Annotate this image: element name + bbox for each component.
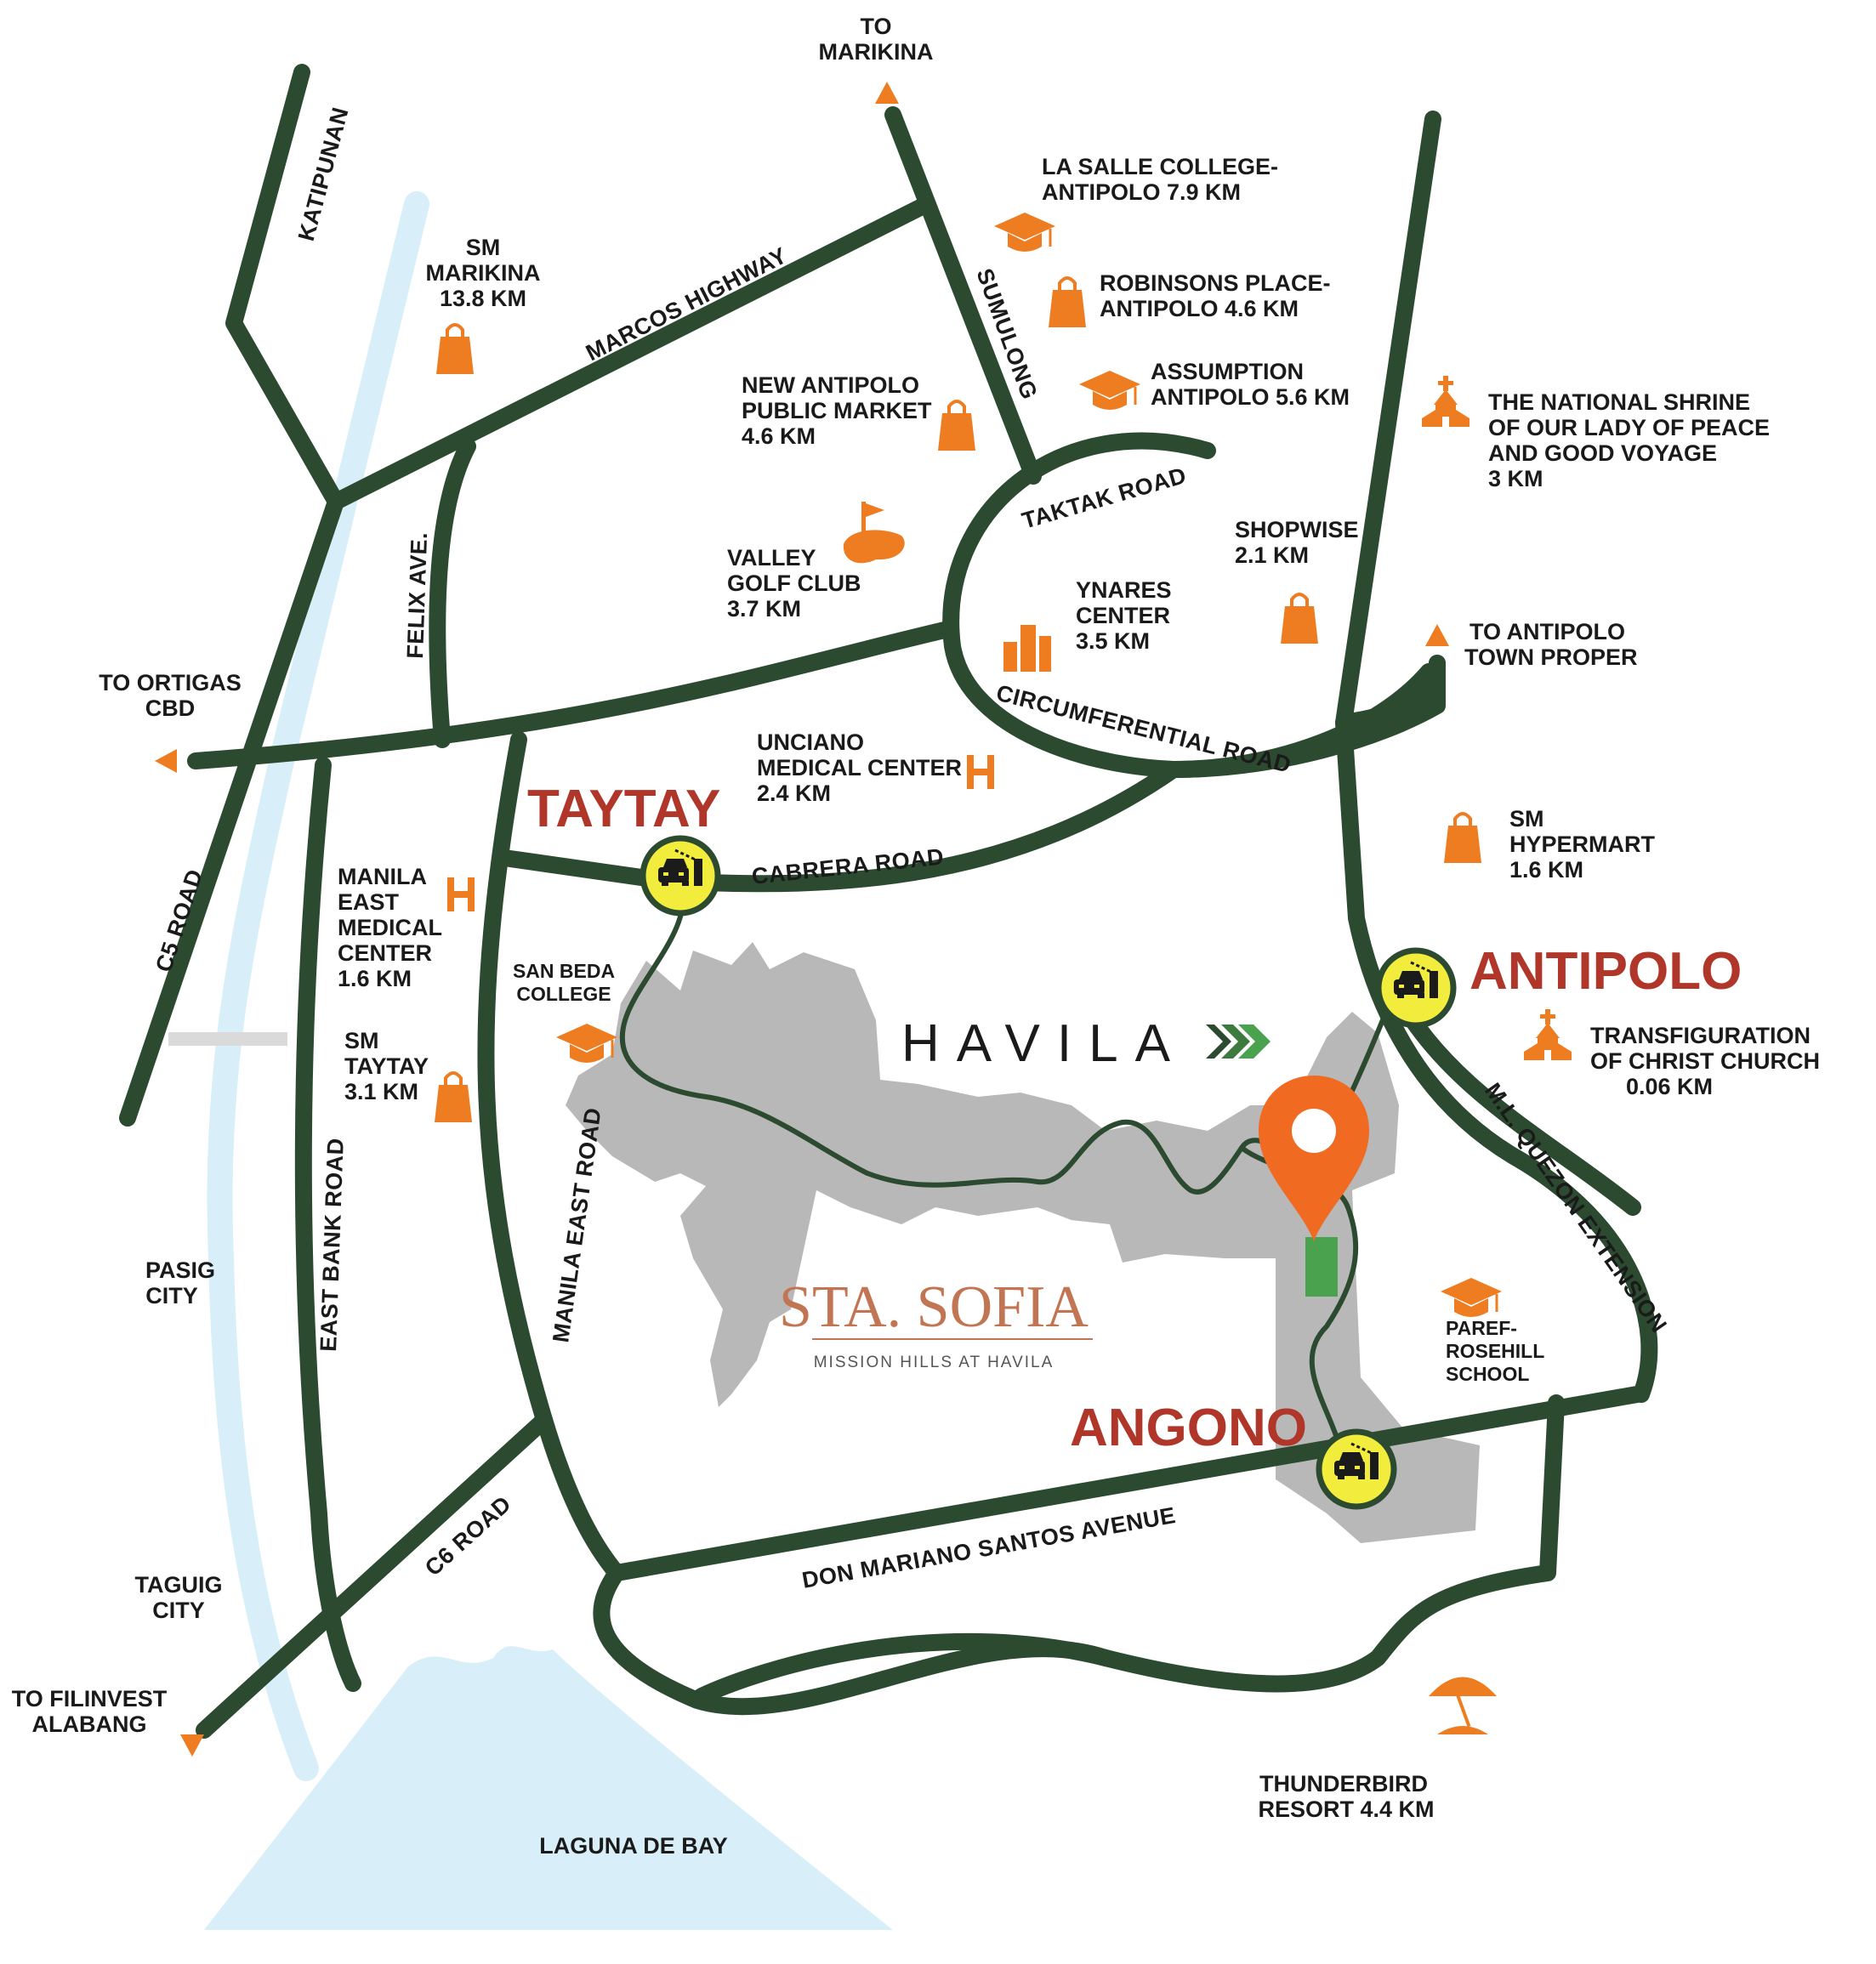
ynares-building-icon: [1003, 625, 1051, 672]
antipolo-proper-road: [1335, 655, 1446, 731]
angono-town-label: ANGONO: [1070, 1399, 1307, 1457]
havila-development-area: [566, 942, 1480, 1543]
road-network: [119, 64, 1658, 1739]
east-bank-road: [294, 757, 361, 1692]
taytay-town-label: TAYTAY: [527, 780, 720, 838]
to-marikina-arrow-icon: [875, 82, 899, 104]
sumulong-road: [884, 106, 1042, 485]
unciano-hospital-icon: [967, 755, 994, 789]
sta-sofia-subtitle: MISSION HILLS AT HAVILA: [814, 1354, 1055, 1371]
felix-ave: [429, 438, 476, 748]
to-filinvest-arrow-icon: [180, 1734, 204, 1757]
shopwise-bag-icon: [1279, 593, 1320, 645]
manila-east-road: [477, 731, 625, 1581]
havila-logo: HAVILA: [901, 1014, 1187, 1073]
circumferential-road: [187, 621, 957, 769]
c6-road: [196, 1411, 553, 1739]
taytay-toll-icon: [643, 838, 718, 913]
valley-golf-flag-icon: [843, 502, 905, 564]
assumption-cap-icon: [1077, 369, 1142, 412]
shrine-church-icon: [1422, 376, 1470, 427]
felix-ave-label: FELIX AVE.: [402, 531, 432, 659]
manila-east-hospital-icon: [447, 877, 475, 911]
laguna-de-bay: [204, 1646, 893, 1930]
antipolo-toll-icon: [1379, 951, 1453, 1025]
robinsons-label: ROBINSONS PLACE-ANTIPOLO 4.6 KM: [1100, 270, 1331, 321]
river-bridge: [168, 1032, 287, 1046]
to-antipolo-arrow-icon: [1425, 624, 1449, 646]
sm-marikina-bag-icon: [435, 323, 475, 376]
cabrera-road: [502, 761, 1182, 893]
to-ortigas-arrow-icon: [155, 749, 177, 773]
marcos-highway-label: MARCOS HIGHWAY: [582, 242, 791, 366]
thunderbird-umbrella-icon: [1429, 1677, 1497, 1734]
new-market-bag-icon: [936, 400, 977, 452]
paref-cap-icon: [1439, 1276, 1504, 1319]
katipunan-label: KATIPUNAN: [293, 105, 354, 244]
circumferential-east: [1165, 655, 1446, 778]
transfiguration-church-icon: [1524, 1009, 1572, 1060]
ml-quezon-extension-label: M.L. QUEZON EXTENSION: [1480, 1078, 1672, 1337]
robinsons-bag-icon: [1047, 276, 1088, 329]
manila-east-road-label: MANILA EAST ROAD: [548, 1106, 605, 1344]
c6-road-label: C6 ROAD: [420, 1491, 516, 1581]
antipolo-north-road: [1335, 111, 1658, 1403]
pasig-river: [207, 191, 429, 1781]
katipunan-road: [225, 64, 344, 510]
la-salle-cap-icon: [992, 211, 1057, 253]
laguna-de-bay-label: LAGUNA DE BAY: [539, 1833, 728, 1859]
angono-toll-icon: [1319, 1432, 1394, 1507]
c5-road: [119, 493, 344, 1127]
havila-location-pin-icon: [1259, 1076, 1369, 1297]
sm-taytay-bag-icon: [433, 1071, 474, 1124]
don-mariano-santos-avenue: [608, 1386, 1646, 1581]
east-bank-road-label: EAST BANK ROAD: [316, 1138, 349, 1352]
havila-chevrons-icon: [1206, 1025, 1271, 1059]
antipolo-town-label: ANTIPOLO: [1470, 942, 1742, 1001]
la-salle-label: LA SALLE COLLEGE-ANTIPOLO 7.9 KM: [1042, 154, 1278, 205]
sta-sofia-logo: STA. SOFIA: [779, 1274, 1089, 1340]
marcos-highway: [327, 196, 935, 510]
sm-hypermart-bag-icon: [1442, 812, 1483, 865]
laguna-shore-road: [693, 1632, 1114, 1705]
